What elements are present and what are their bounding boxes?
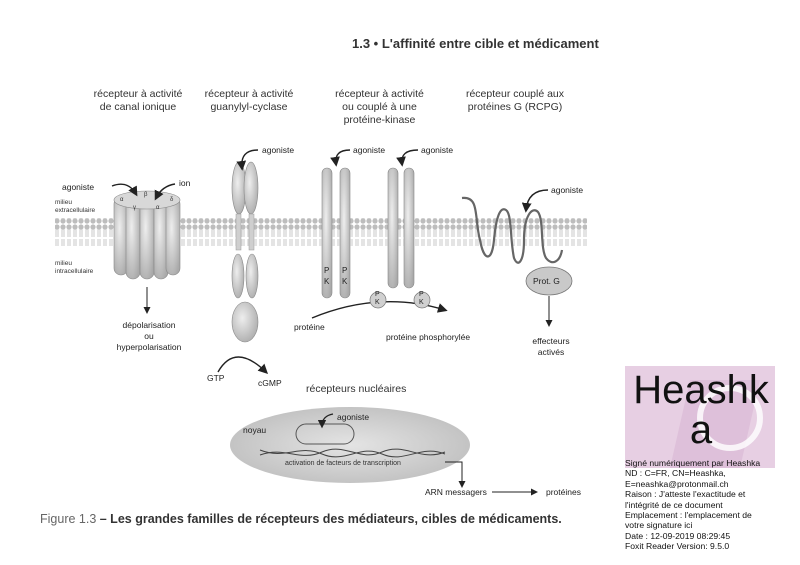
ion-arrow: [154, 183, 176, 201]
label-agoniste: agoniste: [62, 182, 95, 192]
gtp-cgmp-arrow: [217, 356, 269, 374]
signature-line: Signé numériquement par Heashka: [625, 458, 761, 468]
label-k: K: [375, 299, 380, 306]
kinase-receptor-1: [321, 167, 351, 299]
label-line: ou: [144, 331, 154, 341]
subunit-gamma: γ: [133, 205, 136, 211]
dna-strand: [259, 449, 446, 458]
title-line: ou couplé à une: [342, 101, 417, 113]
transcription-arrow: [445, 461, 466, 488]
label-line: effecteurs: [532, 336, 570, 346]
label-agoniste: agoniste: [353, 145, 386, 155]
signature-line: Date : 12-09-2019 08:29:45: [625, 530, 731, 541]
title-guanylyl: récepteur à activité guanylyl-cyclase: [194, 88, 304, 114]
ion-channel-receptor: [113, 190, 181, 280]
title-line: récepteur à activité: [93, 88, 183, 100]
subunit-alpha: α: [156, 205, 160, 211]
agonist-arrow: [330, 149, 351, 167]
title-line: récepteur à activité: [204, 88, 294, 100]
label-proteine-phosphorylee: protéine phosphorylée: [386, 332, 471, 342]
title-kinase: récepteur à activité ou couplé à une pro…: [322, 88, 437, 127]
label-line: milieu: [55, 199, 72, 206]
subunit-beta: β: [144, 192, 148, 198]
agonist-arrow: [396, 149, 419, 167]
label-line: extracellulaire: [55, 207, 96, 214]
label-line: intracellulaire: [55, 268, 94, 275]
signature-line: E=neashka@protonmail.ch: [625, 478, 729, 489]
label-milieu-extra: milieu extracellulaire: [55, 199, 95, 215]
figure-caption: Figure 1.3 – Les grandes familles de réc…: [40, 512, 562, 526]
kinase-receptor-2: [369, 167, 431, 309]
signature-logo: Heashk a: [628, 370, 774, 450]
label-p: P: [324, 266, 330, 275]
label-agoniste: agoniste: [337, 412, 370, 422]
signature-line: Foxit Reader Version: 9.5.0: [625, 541, 730, 552]
label-line: activés: [537, 347, 565, 357]
label-arn: ARN messagers: [425, 487, 487, 497]
signature-line: votre signature ici: [625, 520, 693, 531]
title-nuclear: récepteurs nucléaires: [306, 383, 407, 395]
title-line: protéines G (RCPG): [467, 101, 563, 113]
signature-line: Emplacement : l'emplacement de: [625, 510, 752, 521]
subunit-delta: δ: [170, 197, 174, 203]
title-line: récepteur couplé aux: [465, 88, 565, 100]
label-agoniste: agoniste: [551, 185, 584, 195]
label-effecteurs: effecteurs activés: [529, 336, 573, 358]
label-ion: ion: [179, 178, 191, 188]
label-prot-g: Prot. G: [533, 276, 560, 286]
guanylyl-cyclase-receptor: [231, 161, 259, 343]
label-k: K: [342, 277, 348, 286]
signature-line: l'intégrité de ce document: [625, 499, 723, 510]
label-agoniste: agoniste: [421, 145, 454, 155]
agonist-arrow: [111, 183, 138, 197]
signature-line: ND : C=FR, CN=Heashka,: [625, 468, 726, 479]
dna-strand: [259, 448, 446, 456]
signature-logo-line: a: [689, 408, 713, 452]
signature-logo-line: Heashk: [633, 368, 769, 412]
label-cgmp: cGMP: [258, 378, 282, 388]
label-proteine: protéine: [294, 322, 325, 332]
label-k: K: [419, 299, 424, 306]
label-k: K: [324, 277, 330, 286]
label-p: P: [342, 266, 348, 275]
agonist-arrow: [317, 413, 334, 429]
caption-text: – Les grandes familles de récepteurs des…: [96, 512, 562, 526]
agonist-arrow: [521, 189, 549, 213]
title-line: récepteur à activité: [335, 88, 424, 100]
label-line: hyperpolarisation: [116, 342, 182, 352]
label-noyau: noyau: [243, 425, 267, 435]
title-line: de canal ionique: [99, 101, 177, 113]
label-milieu-intra: milieu intracellulaire: [55, 260, 93, 276]
signature-line: Raison : J'atteste l'exactitude et: [625, 489, 746, 500]
label-depolarisation: dépolarisation ou hyperpolarisation: [112, 320, 186, 353]
title-line: protéine-kinase: [343, 114, 416, 126]
agonist-arrow: [236, 149, 259, 171]
label-line: milieu: [55, 260, 72, 267]
label-line: dépolarisation: [122, 320, 176, 330]
title-gpcr: récepteur couplé aux protéines G (RCPG): [450, 88, 580, 114]
label-p: P: [375, 291, 380, 298]
title-line: guanylyl-cyclase: [210, 101, 288, 113]
label-agoniste: agoniste: [262, 145, 295, 155]
label-p: P: [419, 291, 424, 298]
subunit-alpha: α: [120, 197, 124, 203]
g-protein: [525, 266, 573, 296]
figure-number: Figure 1.3: [40, 512, 97, 526]
gpcr-receptor: [461, 196, 564, 264]
title-ion-channel: récepteur à activité de canal ionique: [78, 88, 198, 114]
label-transcription: activation de facteurs de transcription: [285, 460, 401, 467]
label-gtp: GTP: [207, 373, 225, 383]
label-proteines: protéines: [546, 487, 581, 497]
page-heading: 1.3 • L'affinité entre cible et médicame…: [352, 36, 599, 51]
nucleus: [230, 407, 470, 483]
signature-details: Signé numériquement par Heashka ND : C=F…: [625, 458, 760, 552]
